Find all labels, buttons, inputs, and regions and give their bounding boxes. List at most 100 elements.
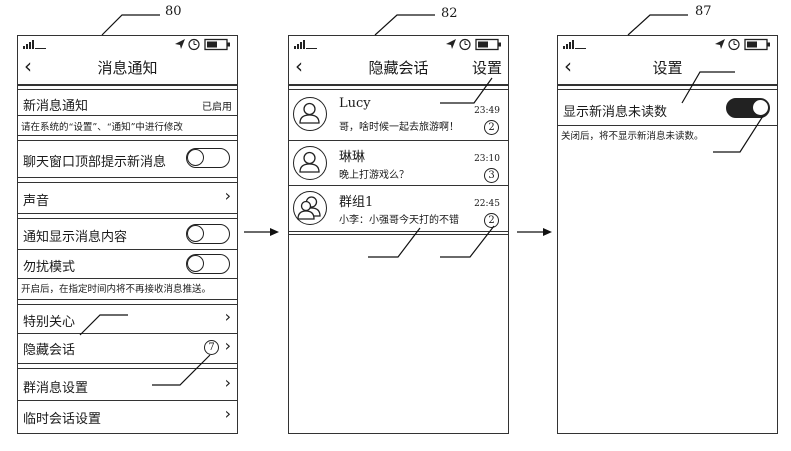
person-avatar-icon bbox=[293, 146, 327, 180]
status-bar bbox=[558, 36, 777, 53]
conversation-item[interactable]: Lucy 哥，啥时候一起去旅游啊！ 23:49 2 bbox=[289, 92, 508, 138]
battery-icon bbox=[744, 38, 768, 51]
dnd-toggle[interactable] bbox=[186, 254, 230, 274]
page-title: 设置 bbox=[652, 59, 683, 77]
show-unread-hint-text: 关闭后，将不显示新消息未读数。 bbox=[561, 131, 704, 142]
system-settings-hint: 请在系统的“设置”、“通知”中进行修改 bbox=[18, 116, 237, 134]
ref-87: 87 bbox=[695, 4, 712, 19]
conversation-item[interactable]: 群组1 小李：小强哥今天打的不错 22:45 2 bbox=[289, 187, 508, 231]
nav-bar: ‹ 设置 bbox=[558, 53, 777, 81]
back-button[interactable]: ‹ bbox=[564, 54, 572, 78]
leader-line-81 bbox=[79, 314, 128, 336]
leader-line-82 bbox=[374, 14, 435, 36]
phone-screen-hidden-sessions: ‹ 隐藏会话 设置 Lucy 哥，啥时候一起去旅游啊！ 23:49 2 琳琳 晚… bbox=[288, 35, 509, 434]
status-icons bbox=[715, 38, 770, 51]
location-icon bbox=[446, 39, 456, 49]
new-message-status: 已启用 bbox=[202, 102, 232, 113]
hidden-sessions-label: 隐藏会话 bbox=[23, 343, 76, 358]
leader-line-80 bbox=[101, 14, 160, 36]
show-unread-label: 显示新消息未读数 bbox=[563, 105, 668, 120]
special-care-label: 特别关心 bbox=[23, 315, 76, 330]
chevron-right-icon: › bbox=[224, 307, 231, 326]
conversation-message: 哥，啥时候一起去旅游啊！ bbox=[339, 122, 459, 133]
signal-icon bbox=[294, 40, 317, 49]
location-icon bbox=[715, 39, 725, 49]
group-avatar-icon bbox=[293, 191, 327, 225]
flow-arrow-right-icon bbox=[244, 228, 279, 236]
show-unread-row: 显示新消息未读数 bbox=[558, 94, 777, 124]
back-button[interactable]: ‹ bbox=[295, 54, 303, 78]
top-hint-label: 聊天窗口顶部提示新消息 bbox=[23, 155, 167, 170]
phone-screen-notifications: ‹ 消息通知 新消息通知 已启用 请在系统的“设置”、“通知”中进行修改 聊天窗… bbox=[17, 35, 238, 434]
conversation-message: 晚上打游戏么？ bbox=[339, 170, 409, 181]
sound-label: 声音 bbox=[23, 194, 50, 209]
dnd-hint-text: 开启后，在指定时间内将不再接收消息推送。 bbox=[21, 284, 212, 295]
show-content-row: 通知显示消息内容 bbox=[18, 219, 237, 249]
unread-count-badge: 2 bbox=[484, 120, 499, 135]
show-content-label: 通知显示消息内容 bbox=[23, 230, 128, 245]
nav-bar: ‹ 消息通知 bbox=[18, 53, 237, 81]
leader-line-88 bbox=[681, 71, 735, 104]
chevron-right-icon: › bbox=[224, 373, 231, 392]
location-icon bbox=[175, 39, 185, 49]
battery-icon bbox=[204, 38, 228, 51]
chevron-right-icon: › bbox=[224, 404, 231, 423]
clock-icon bbox=[728, 38, 740, 51]
conversation-time: 23:10 bbox=[474, 154, 500, 164]
show-unread-toggle[interactable] bbox=[726, 98, 770, 118]
unread-count-badge: 3 bbox=[484, 168, 499, 183]
status-bar bbox=[289, 36, 508, 53]
leader-line-83 bbox=[152, 354, 211, 386]
person-avatar-icon bbox=[293, 97, 327, 131]
settings-button[interactable]: 设置 bbox=[471, 59, 502, 77]
show-unread-hint: 关闭后，将不显示新消息未读数。 bbox=[558, 126, 777, 142]
back-button[interactable]: ‹ bbox=[24, 54, 32, 78]
dnd-hint: 开启后，在指定时间内将不再接收消息推送。 bbox=[18, 279, 237, 297]
clock-icon bbox=[188, 38, 200, 51]
hint-text: 请在系统的“设置”、“通知”中进行修改 bbox=[21, 122, 183, 133]
group-settings-label: 群消息设置 bbox=[23, 381, 89, 396]
hidden-sessions-row[interactable]: 隐藏会话 7 › bbox=[18, 334, 237, 362]
clock-icon bbox=[459, 38, 471, 51]
unread-count-badge: 2 bbox=[484, 213, 499, 228]
dnd-row: 勿扰模式 bbox=[18, 250, 237, 278]
hidden-count-badge: 7 bbox=[204, 340, 219, 355]
page-title: 消息通知 bbox=[97, 59, 158, 77]
leader-line-86 bbox=[440, 77, 493, 104]
chevron-right-icon: › bbox=[224, 186, 231, 205]
conversation-time: 22:45 bbox=[474, 199, 500, 209]
nav-bar: ‹ 隐藏会话 设置 bbox=[289, 53, 508, 81]
group-settings-row[interactable]: 群消息设置 › bbox=[18, 369, 237, 399]
battery-icon bbox=[475, 38, 499, 51]
top-hint-row: 聊天窗口顶部提示新消息 bbox=[18, 141, 237, 175]
status-bar bbox=[18, 36, 237, 53]
top-hint-toggle[interactable] bbox=[186, 148, 230, 168]
conversation-item[interactable]: 琳琳 晚上打游戏么？ 23:10 3 bbox=[289, 142, 508, 186]
leader-line-89 bbox=[713, 115, 764, 153]
chevron-right-icon: › bbox=[224, 336, 231, 355]
phone-screen-settings: ‹ 设置 显示新消息未读数 关闭后，将不显示新消息未读数。 bbox=[557, 35, 778, 434]
ref-82: 82 bbox=[441, 6, 458, 21]
conversation-name: 琳琳 bbox=[339, 150, 366, 165]
conversation-name: 群组1 bbox=[339, 195, 374, 210]
status-icons bbox=[446, 38, 501, 51]
ref-80: 80 bbox=[165, 4, 182, 19]
new-message-notification-row[interactable]: 新消息通知 已启用 bbox=[18, 90, 237, 114]
leader-line-84 bbox=[368, 227, 421, 258]
conversation-message: 小李：小强哥今天打的不错 bbox=[339, 215, 459, 226]
temp-session-row[interactable]: 临时会话设置 › bbox=[18, 401, 237, 431]
special-care-row[interactable]: 特别关心 › bbox=[18, 305, 237, 333]
sound-row[interactable]: 声音 › bbox=[18, 183, 237, 213]
temp-session-label: 临时会话设置 bbox=[23, 412, 102, 427]
signal-icon bbox=[23, 40, 46, 49]
dnd-label: 勿扰模式 bbox=[23, 260, 76, 275]
flow-arrow-right-icon bbox=[517, 228, 552, 236]
signal-icon bbox=[563, 40, 586, 49]
page-title: 隐藏会话 bbox=[368, 59, 429, 77]
show-content-toggle[interactable] bbox=[186, 224, 230, 244]
leader-line-87 bbox=[627, 14, 688, 36]
leader-line-85 bbox=[440, 225, 495, 258]
new-message-label: 新消息通知 bbox=[23, 99, 89, 114]
conversation-name: Lucy bbox=[339, 96, 371, 111]
